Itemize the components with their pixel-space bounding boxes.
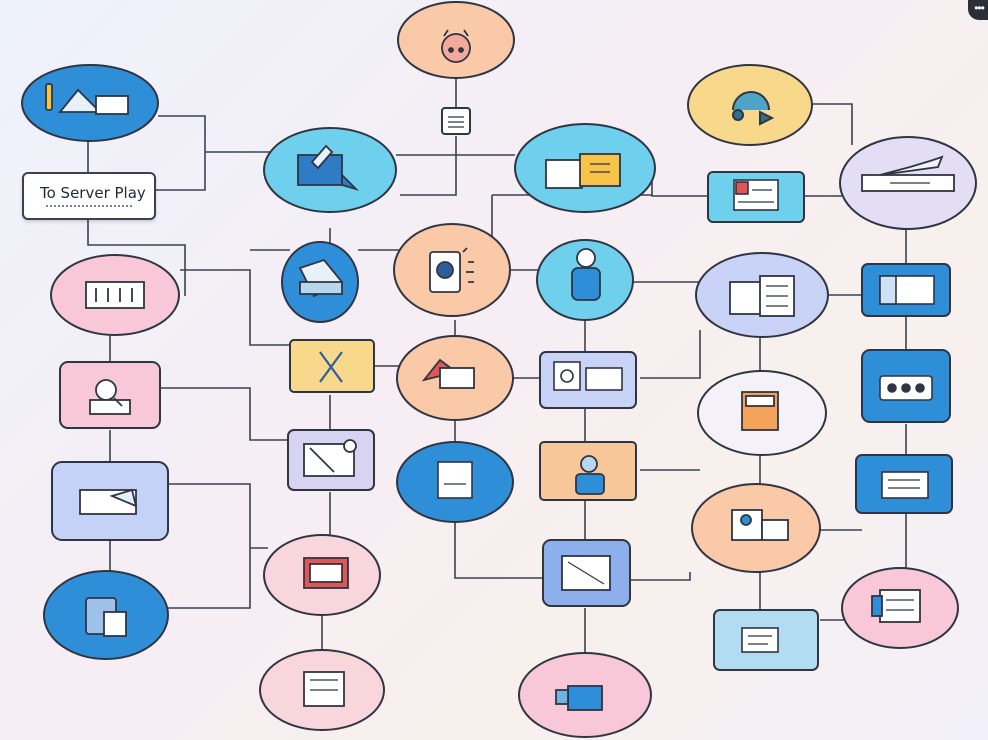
display-icon: [303, 671, 345, 707]
edge: [640, 330, 701, 379]
nodes: [21, 1, 977, 738]
toolbox-icon: [85, 281, 145, 309]
node-bag[interactable]: [43, 570, 169, 660]
screen-icon: [731, 509, 789, 541]
edge: [454, 522, 545, 579]
tray-icon: [861, 155, 955, 192]
node-message[interactable]: [713, 609, 819, 671]
video-icon: [555, 685, 603, 711]
scissors-icon: [319, 351, 343, 383]
node-screen[interactable]: [691, 483, 821, 573]
edge: [630, 572, 691, 581]
node-search-user[interactable]: [59, 361, 161, 429]
window-icon: [303, 557, 349, 589]
node-cabinet[interactable]: [695, 252, 829, 338]
person-icon: [571, 248, 601, 301]
edge: [168, 483, 251, 609]
media-icon: [303, 439, 357, 477]
node-envelope[interactable]: [396, 335, 514, 421]
node-video[interactable]: [518, 652, 652, 738]
node-window[interactable]: [263, 534, 381, 616]
node-book[interactable]: [514, 123, 656, 213]
edge: [400, 78, 457, 196]
envelope-icon: [421, 358, 475, 389]
node-device[interactable]: [707, 171, 805, 223]
edge: [651, 172, 708, 197]
label-card-title: To Server Play: [40, 184, 146, 202]
node-toolbox[interactable]: [50, 254, 180, 336]
tablet-icon: [741, 391, 779, 431]
node-doc[interactable]: [396, 441, 514, 523]
doc-icon: [437, 461, 473, 499]
window-icon: [448, 116, 464, 128]
node-tray[interactable]: [839, 136, 977, 230]
monitor-icon: [553, 361, 623, 391]
book-icon: [545, 153, 621, 189]
camera-icon: [429, 247, 474, 293]
edge: [813, 103, 853, 145]
chat-bubble-icon: [297, 144, 360, 191]
node-monitor[interactable]: [539, 351, 637, 409]
label-card-caption-lines: [46, 205, 132, 210]
node-person[interactable]: [536, 239, 634, 321]
node-printer[interactable]: [542, 539, 631, 607]
message-icon: [741, 627, 779, 653]
printer-icon: [561, 555, 611, 591]
node-cloud[interactable]: [687, 64, 813, 146]
cabinet-icon: [729, 275, 795, 317]
title-label-card: To Server Play: [22, 172, 156, 220]
cloud-arrow-icon: [732, 91, 775, 126]
edge: [180, 269, 290, 346]
node-display[interactable]: [259, 649, 385, 731]
more-options-button[interactable]: •••: [968, 0, 988, 20]
node-keypad[interactable]: [861, 349, 951, 423]
server-icon: [881, 471, 929, 499]
node-folder[interactable]: [281, 241, 359, 323]
node-server[interactable]: [855, 454, 953, 514]
pig-icon: [441, 29, 471, 63]
node-chat[interactable]: [263, 127, 397, 213]
node-tablet[interactable]: [697, 370, 827, 456]
edge: [150, 115, 270, 191]
node-card[interactable]: [861, 263, 951, 317]
search-user-icon: [89, 379, 131, 415]
card-icon: [879, 275, 935, 305]
node-pig[interactable]: [397, 1, 515, 79]
device-icon: [733, 179, 779, 211]
node-document-stack[interactable]: [21, 64, 159, 142]
paper-icon: [79, 488, 138, 515]
node-media[interactable]: [287, 429, 375, 491]
keypad-icon: [879, 375, 933, 401]
connector-lines: [87, 78, 907, 655]
node-window-box[interactable]: [441, 107, 471, 135]
folder-icon: [298, 258, 344, 298]
node-scissors[interactable]: [289, 339, 375, 393]
node-paper[interactable]: [51, 461, 169, 541]
edge: [160, 387, 288, 441]
document-stack-icon: [45, 83, 129, 115]
rack-icon: [871, 589, 921, 623]
node-rack[interactable]: [841, 567, 959, 649]
node-user[interactable]: [539, 441, 637, 501]
bag-icon: [85, 597, 127, 637]
user-icon: [575, 455, 605, 495]
node-camera[interactable]: [393, 223, 511, 317]
